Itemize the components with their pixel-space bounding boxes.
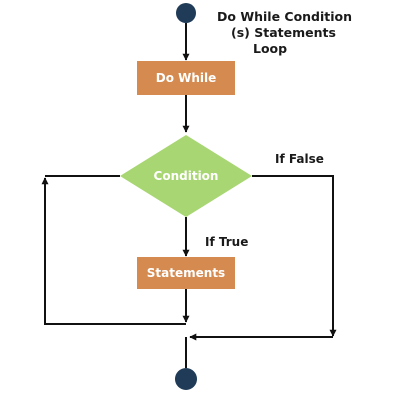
- statements-box: Statements: [137, 257, 235, 289]
- do-while-box: Do While: [137, 61, 235, 95]
- if-true-label: If True: [205, 235, 249, 249]
- if-false-label: If False: [275, 152, 324, 166]
- loop-back-path: [41, 177, 186, 325]
- title-line-2: (s) Statements: [231, 25, 336, 40]
- statements-label: Statements: [146, 266, 226, 280]
- end-node: [175, 368, 197, 390]
- title-line-3: Loop: [253, 41, 288, 56]
- start-node: [176, 3, 196, 23]
- condition-diamond: [120, 135, 252, 217]
- title-line-1: Do While Condition: [217, 9, 353, 24]
- do-while-label: Do While: [155, 71, 217, 85]
- condition-label: Condition: [153, 169, 219, 183]
- if-false-path: [252, 175, 337, 337]
